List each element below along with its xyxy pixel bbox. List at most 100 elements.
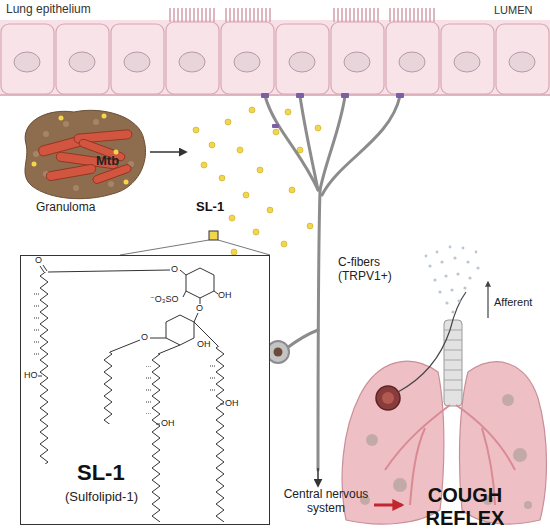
- droplet: [463, 286, 466, 289]
- leader-line: [120, 240, 209, 255]
- epithelial-cell: [386, 22, 439, 94]
- nucleus: [179, 52, 205, 72]
- epithelial-cell: [1, 24, 54, 94]
- epithelial-cell: [111, 24, 164, 94]
- sl1-dot: [124, 180, 129, 185]
- compound-fullname: (Sulfolipid-1): [65, 490, 138, 505]
- epithelial-cell: [496, 24, 549, 94]
- granuloma-core: [382, 392, 394, 404]
- sl1-dot: [315, 125, 321, 131]
- cell-nucleus: [274, 348, 283, 357]
- nerve-branch: [265, 96, 318, 190]
- nucleus: [124, 52, 150, 72]
- nerve-branch: [300, 96, 318, 190]
- epithelial-cells: [1, 22, 549, 94]
- lesion: [524, 501, 532, 509]
- reflex-arrow: [374, 504, 402, 507]
- sl1-dot: [193, 127, 199, 133]
- sl1-dot: [281, 241, 287, 247]
- ring: [444, 390, 462, 391]
- epithelium-fill: [0, 20, 550, 96]
- bond: [180, 270, 186, 275]
- afferent-nerve: [398, 292, 466, 392]
- sl1-dot: [219, 175, 225, 181]
- leader-line: [218, 240, 270, 255]
- granuloma-cell: [43, 131, 49, 137]
- lesion: [393, 478, 407, 492]
- droplet: [440, 260, 443, 263]
- droplet: [476, 266, 479, 269]
- cell-body: [267, 341, 289, 363]
- epithelium-band: [0, 8, 550, 96]
- mtb-bacillus: [46, 164, 97, 182]
- sl1-dot: [253, 229, 259, 235]
- microvilli-row: [388, 8, 436, 22]
- acyl-chain: [152, 354, 160, 522]
- ring: [444, 350, 462, 351]
- sl1-dot: [102, 114, 107, 119]
- atom-label: O: [196, 303, 203, 313]
- sugar-rings: [166, 268, 214, 345]
- epithelial-cell: [221, 22, 274, 94]
- acyl-chain: [216, 346, 224, 522]
- droplet: [466, 260, 469, 263]
- sl1-dot: [257, 167, 263, 173]
- droplet: [456, 272, 459, 275]
- methyl-branches: [34, 290, 40, 362]
- glucose-ring: [186, 268, 214, 298]
- epithelial-cell: [166, 22, 219, 94]
- trpv1-receptors: [261, 93, 404, 128]
- droplet: [468, 276, 471, 279]
- trachea: [444, 320, 462, 406]
- microvilli-row: [224, 8, 272, 22]
- droplet: [445, 301, 448, 304]
- atom-label: O: [35, 255, 42, 265]
- granuloma-cell: [108, 181, 114, 187]
- nerve-branch: [322, 96, 400, 195]
- sl1-dot: [267, 207, 273, 213]
- atom-label: OH: [225, 398, 239, 408]
- afferent-label: Afferent: [494, 296, 532, 309]
- atom-label: OH: [218, 290, 232, 300]
- bacterium-label: Mtb: [96, 154, 119, 169]
- cough-reflex-node: COUGH REFLEX: [402, 484, 528, 530]
- epithelial-cell: [441, 24, 494, 94]
- atom-label: O: [171, 264, 178, 274]
- compound-name: SL-1: [77, 460, 125, 485]
- sl1-dot: [243, 192, 249, 198]
- droplet: [433, 278, 436, 281]
- structure-box: SL-1 (Sulfolipid-1): [20, 255, 270, 525]
- bond: [110, 340, 140, 352]
- bond: [183, 291, 186, 297]
- epithelial-cell: [276, 24, 329, 94]
- atom-label: ⁻O₃SO: [150, 294, 178, 304]
- droplet: [451, 310, 454, 313]
- receptor: [341, 93, 349, 98]
- zoom-square: [209, 231, 218, 240]
- cns-label: Central nervous system: [278, 488, 374, 516]
- ring: [444, 330, 462, 331]
- ring: [444, 380, 462, 381]
- droplet: [438, 290, 441, 293]
- sl1-dot: [249, 107, 255, 113]
- atom-label: O: [141, 332, 148, 342]
- receptor: [272, 124, 279, 128]
- granuloma-blob: [25, 110, 146, 198]
- sl1-dot: [225, 119, 231, 125]
- trehalose-ring: [166, 315, 194, 345]
- ring: [444, 360, 462, 361]
- fatty-acyl-chains: [34, 272, 224, 522]
- microvilli-row: [332, 8, 380, 22]
- microvilli: [168, 8, 436, 22]
- lesion: [502, 394, 514, 406]
- nucleus: [289, 52, 315, 72]
- sl1-dot: [209, 142, 215, 148]
- epithelial-cell: [331, 22, 384, 94]
- lesion: [366, 434, 378, 446]
- granuloma-cell: [93, 119, 99, 125]
- nerve-label: C-fibers (TRPV1+): [338, 256, 404, 284]
